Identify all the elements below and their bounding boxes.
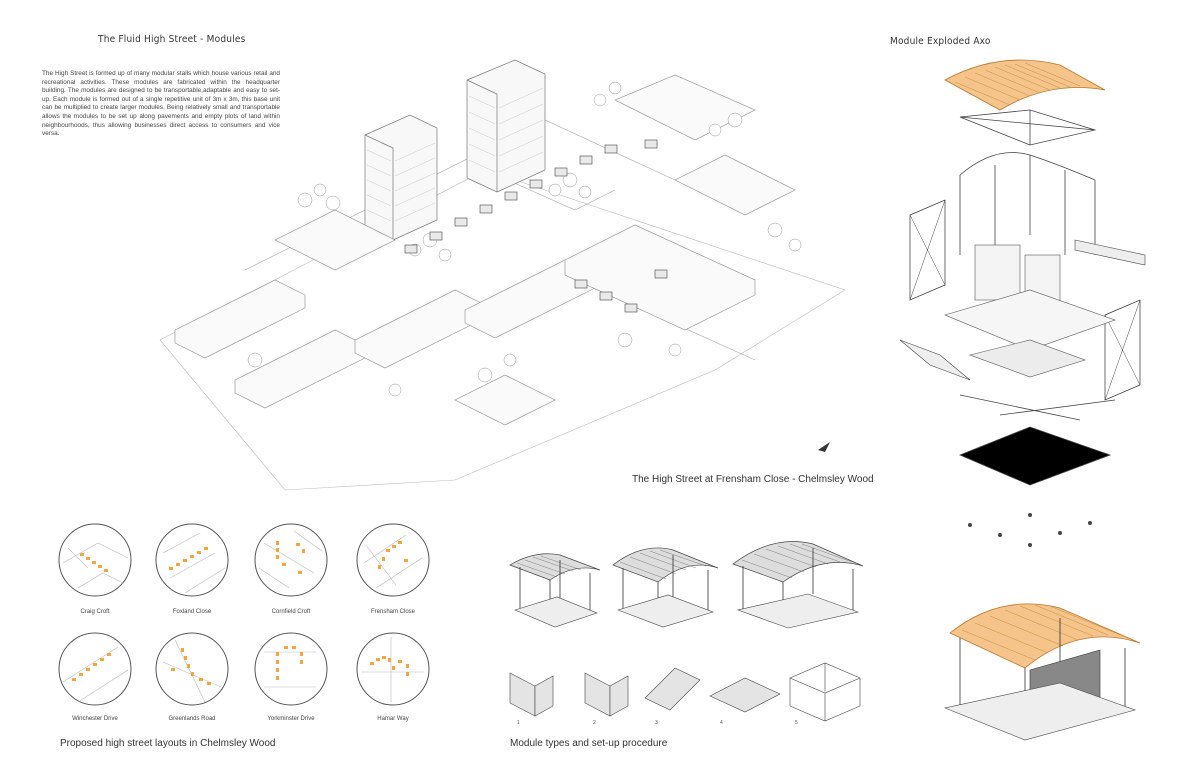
masterplan-axonometric [159, 59, 846, 491]
layout-map-winchester-drive [58, 632, 132, 706]
layout-map-yorkminster-drive [254, 632, 328, 706]
masterplan-caption: The High Street at Frensham Close - Chel… [632, 474, 874, 485]
setup-step-4-number: 4 [720, 720, 723, 726]
module-type-medium [612, 547, 719, 628]
layout-map-hamar-way [356, 632, 430, 706]
layouts-caption: Proposed high street layouts in Chelmsle… [60, 738, 276, 749]
layout-map-craig-croft [58, 523, 132, 597]
modules-caption: Module types and set-up procedure [510, 738, 668, 749]
layout-label-greenlands-road: Greenlands Road [168, 716, 216, 722]
layout-label-winchester-drive: Winchester Drive [72, 716, 118, 722]
setup-procedure: 1 2 3 4 5 [509, 662, 861, 726]
layout-map-cornfield-croft [254, 523, 328, 597]
assembled-module [943, 603, 1141, 741]
layout-label-cornfield-croft: Cornfield Croft [271, 609, 311, 615]
modules-title: The Fluid High Street - Modules [98, 34, 246, 45]
modules-description: The High Street is formed up of many mod… [42, 70, 280, 138]
setup-step-2-number: 2 [593, 720, 596, 726]
layout-map-greenlands-road [155, 632, 229, 706]
setup-step-3-number: 3 [655, 720, 658, 726]
exploded-axo-title: Module Exploded Axo [890, 36, 991, 47]
layout-label-hamar-way: Hamar Way [377, 716, 409, 722]
setup-step-1-number: 1 [517, 720, 520, 726]
module-exploded-axo [899, 59, 1146, 547]
layout-label-yorkminster-drive: Yorkminster Drive [267, 716, 315, 722]
layout-map-frensham-close [356, 523, 430, 597]
module-type-large [732, 541, 864, 629]
module-type-small [509, 553, 601, 628]
setup-step-5-number: 5 [795, 720, 798, 726]
layout-label-craig-croft: Craig Croft [80, 609, 110, 615]
layout-label-frensham-close: Frensham Close [370, 609, 415, 615]
layout-map-foxland-close [155, 523, 229, 597]
layout-label-foxland-close: Foxland Close [172, 609, 212, 615]
